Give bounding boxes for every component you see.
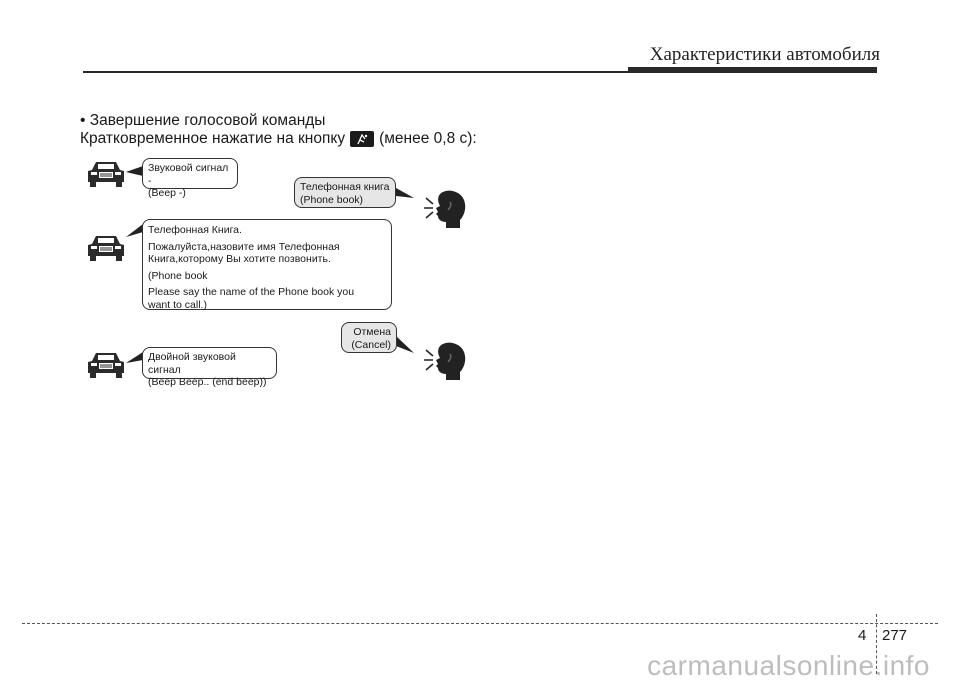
bubble-line: Звуковой сигнал -: [148, 162, 229, 187]
bubble-line: (Beep -): [148, 187, 186, 199]
footer-vertical-divider: [876, 614, 877, 674]
car-bubble-double-beep: Двойной звуковой сигнал (Beep Beep.. (en…: [142, 347, 277, 388]
header-rule: [83, 71, 628, 73]
section-bullet: • Завершение голосовой команды: [80, 112, 326, 129]
bubble-line: Пожалуйста,назовите имя Телефонная: [148, 240, 340, 253]
instruction-text-before: Кратковременное нажатие на кнопку: [80, 130, 346, 147]
bubble-line: Книга,которому Вы хотите позвонить.: [148, 253, 331, 265]
page-number: 277: [882, 627, 908, 644]
car-icon: [88, 162, 124, 187]
car-bubble-prompt: Телефонная Книга. Пожалуйста,назовите им…: [142, 219, 392, 311]
bubble-line: Двойной звуковой сигнал: [148, 351, 236, 376]
car-icon: [88, 353, 124, 378]
bubble-line: (Beep Beep.. (end beep)): [148, 376, 267, 388]
chapter-number: 4: [858, 627, 867, 644]
bubble-line: (Cancel): [351, 338, 391, 351]
bubble-line: (Phone book): [300, 193, 364, 206]
bubble-line: Телефонная книга: [300, 181, 390, 193]
instruction-text-after: (менее 0,8 с):: [379, 130, 477, 147]
talk-button-icon: [350, 131, 375, 147]
car-bubble-beep: Звуковой сигнал - (Beep -): [142, 158, 238, 199]
bubble-line: Please say the name of the Phone book yo…: [148, 286, 355, 298]
car-icon: [88, 236, 124, 261]
bubble-line: Отмена: [353, 326, 391, 338]
footer-divider: [22, 623, 938, 624]
bubble-line: (Phone book: [148, 269, 208, 282]
user-bubble-phonebook: Телефонная книга (Phone book): [294, 177, 396, 208]
bubble-line: Телефонная Книга.: [148, 224, 242, 236]
bubble-line: want to call.): [148, 298, 207, 311]
speaking-person-icon: [424, 342, 466, 380]
user-bubble-cancel: Отмена (Cancel): [341, 322, 397, 353]
speaking-person-icon: [424, 190, 466, 228]
header-rule-accent: [628, 67, 877, 73]
instruction-line: Кратковременное нажатие на кнопку (менее…: [80, 130, 477, 148]
page-header-title: Характеристики автомобиля: [649, 44, 880, 65]
watermark: carmanualsonline.info: [647, 650, 930, 681]
